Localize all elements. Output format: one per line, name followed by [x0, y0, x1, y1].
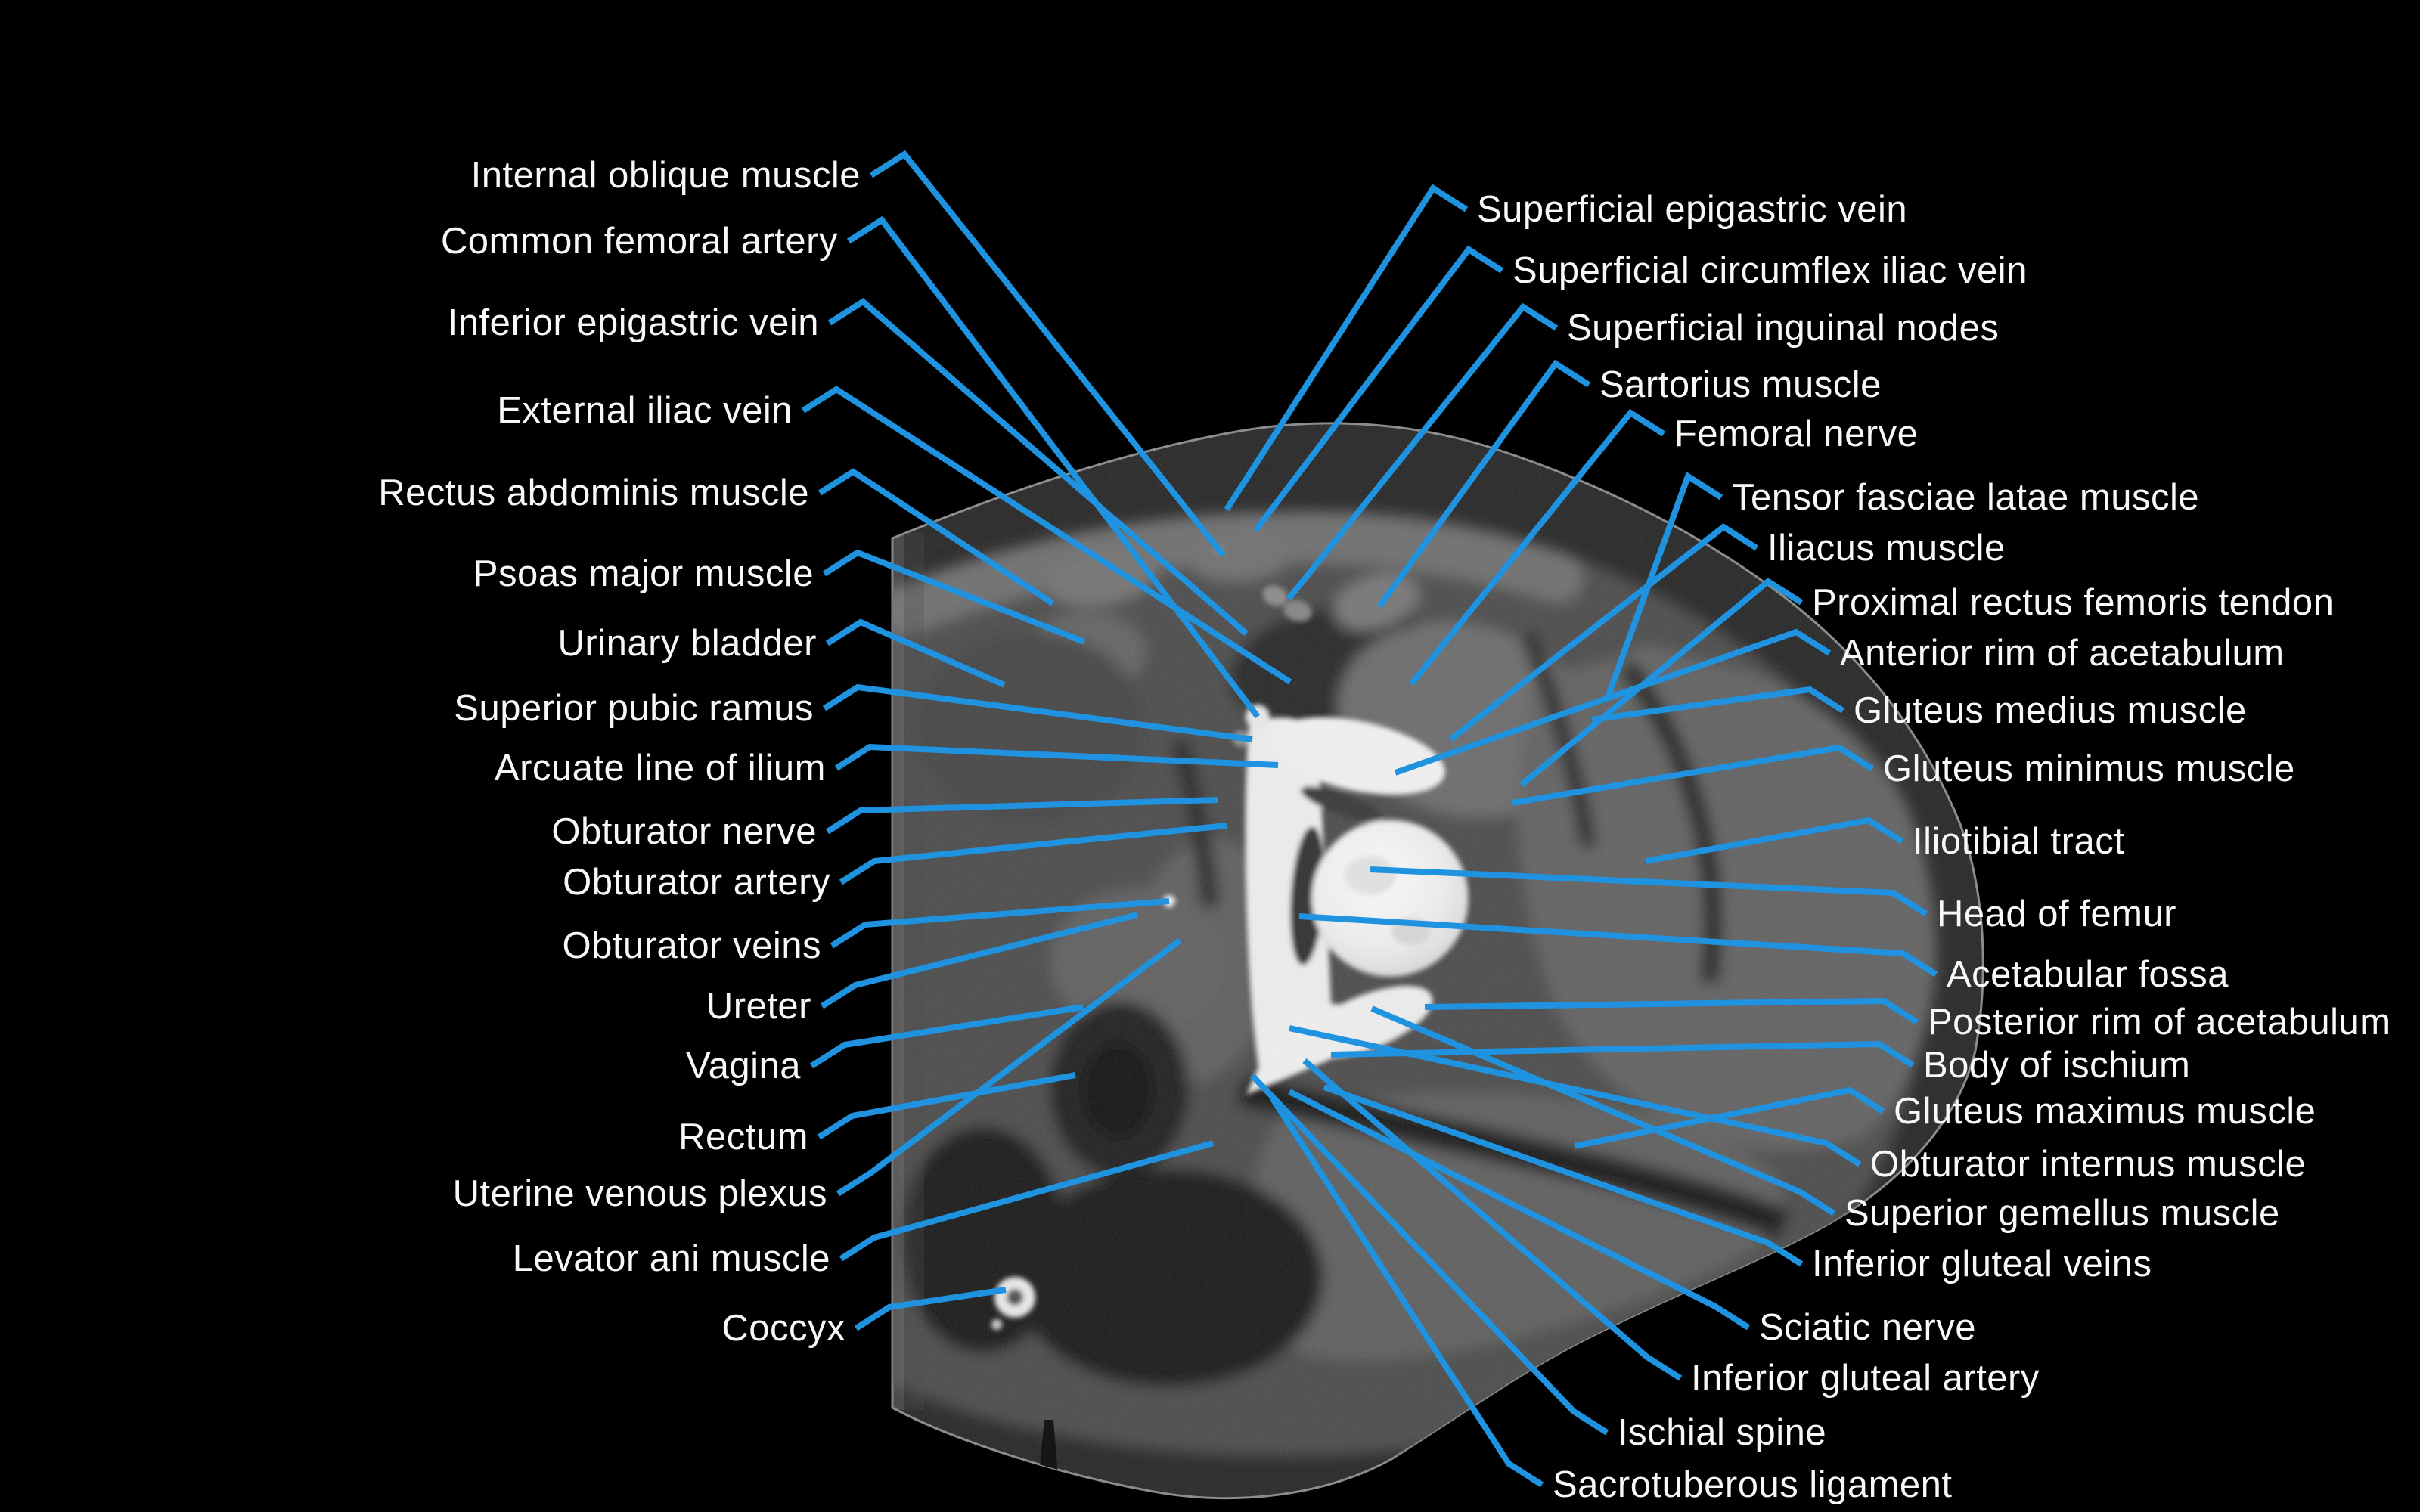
label-superficial-inguinal-nodes[interactable]: Superficial inguinal nodes	[1567, 308, 1999, 349]
leader-line-acetabular-fossa	[1298, 913, 1938, 978]
leader-line-superficial-inguinal-nodes	[1286, 302, 1559, 601]
label-levator-ani-muscle[interactable]: Levator ani muscle	[513, 1238, 830, 1279]
label-obturator-internus-muscle[interactable]: Obturator internus muscle	[1870, 1144, 2306, 1185]
label-obturator-veins[interactable]: Obturator veins	[563, 925, 822, 966]
label-inferior-gluteal-artery[interactable]: Inferior gluteal artery	[1691, 1358, 2040, 1399]
label-acetabular-fossa[interactable]: Acetabular fossa	[1947, 954, 2229, 995]
leader-line-femoral-nerve	[1408, 408, 1666, 686]
leader-line-arcuate-line-of-ilium	[834, 743, 1279, 771]
leader-line-gluteus-medius-muscle	[1591, 686, 1845, 723]
label-vagina[interactable]: Vagina	[686, 1046, 801, 1086]
label-coccyx[interactable]: Coccyx	[721, 1308, 845, 1349]
label-iliotibial-tract[interactable]: Iliotibial tract	[1913, 821, 2124, 862]
label-gluteus-medius-muscle[interactable]: Gluteus medius muscle	[1854, 690, 2247, 731]
label-urinary-bladder[interactable]: Urinary bladder	[558, 623, 818, 664]
label-sacrotuberous-ligament[interactable]: Sacrotuberous ligament	[1553, 1464, 1953, 1505]
label-anterior-rim-of-acetabulum[interactable]: Anterior rim of acetabulum	[1840, 633, 2285, 674]
label-tensor-fasciae-latae-muscle[interactable]: Tensor fasciae latae muscle	[1732, 477, 2199, 518]
leader-line-sciatic-nerve	[1288, 1089, 1751, 1331]
leader-line-obturator-artery	[839, 823, 1227, 885]
leader-line-common-femoral-artery	[846, 215, 1261, 719]
label-superior-pubic-ramus[interactable]: Superior pubic ramus	[454, 688, 814, 729]
label-superficial-circumflex-iliac-vein[interactable]: Superficial circumflex iliac vein	[1512, 250, 2028, 291]
leader-line-sacrotuberous-ligament	[1269, 1095, 1544, 1488]
leader-line-psoas-major-muscle	[822, 549, 1086, 645]
leader-line-sartorius-muscle	[1376, 359, 1591, 609]
leader-line-obturator-nerve	[825, 797, 1218, 835]
leader-line-tensor-fasciae-latae-muscle	[1604, 471, 1723, 701]
leader-line-inferior-gluteal-veins	[1323, 1084, 1804, 1267]
leader-line-rectum	[817, 1072, 1076, 1140]
label-head-of-femur[interactable]: Head of femur	[1937, 894, 2176, 934]
label-internal-oblique-muscle[interactable]: Internal oblique muscle	[471, 155, 861, 196]
label-gluteus-minimus-muscle[interactable]: Gluteus minimus muscle	[1883, 748, 2295, 789]
leader-line-superficial-epigastric-vein	[1224, 184, 1469, 512]
label-gluteus-maximus-muscle[interactable]: Gluteus maximus muscle	[1894, 1091, 2316, 1132]
leader-line-ureter	[820, 912, 1138, 1009]
leader-line-superior-pubic-ramus	[822, 683, 1253, 742]
leader-line-inferior-gluteal-artery	[1302, 1058, 1683, 1381]
label-iliacus-muscle[interactable]: Iliacus muscle	[1767, 528, 2006, 569]
leader-line-head-of-femur	[1370, 866, 1928, 917]
leader-line-anterior-rim-of-acetabulum	[1394, 628, 1832, 776]
leader-line-urinary-bladder	[825, 618, 1006, 688]
label-body-of-ischium[interactable]: Body of ischium	[1923, 1045, 2190, 1086]
leader-line-obturator-internus-muscle	[1289, 1025, 1862, 1167]
label-posterior-rim-of-acetabulum[interactable]: Posterior rim of acetabulum	[1928, 1002, 2391, 1043]
leader-line-rectus-abdominis-muscle	[818, 468, 1055, 606]
label-external-iliac-vein[interactable]: External iliac vein	[497, 390, 793, 431]
leader-line-vagina	[809, 1004, 1084, 1069]
leader-line-external-iliac-vein	[801, 386, 1292, 685]
label-inferior-epigastric-vein[interactable]: Inferior epigastric vein	[448, 302, 819, 343]
leader-line-superficial-circumflex-iliac-vein	[1252, 245, 1504, 533]
leader-line-levator-ani-muscle	[839, 1140, 1215, 1262]
leader-line-gluteus-minimus-muscle	[1512, 744, 1875, 806]
leader-line-internal-oblique-muscle	[869, 150, 1227, 558]
label-common-femoral-artery[interactable]: Common femoral artery	[441, 221, 838, 262]
label-psoas-major-muscle[interactable]: Psoas major muscle	[473, 553, 814, 594]
leader-line-coccyx	[854, 1287, 1007, 1331]
leader-line-iliacus-muscle	[1448, 523, 1759, 742]
leader-lines-layer	[801, 150, 1938, 1488]
leader-line-superior-gemellus-muscle	[1370, 1005, 1836, 1216]
leader-line-posterior-rim-of-acetabulum	[1424, 997, 1919, 1025]
leader-line-body-of-ischium	[1330, 1040, 1915, 1068]
label-arcuate-line-of-ilium[interactable]: Arcuate line of ilium	[495, 748, 826, 789]
label-uterine-venous-plexus[interactable]: Uterine venous plexus	[453, 1173, 827, 1214]
label-superficial-epigastric-vein[interactable]: Superficial epigastric vein	[1477, 189, 1907, 230]
leader-line-obturator-veins	[830, 898, 1170, 949]
label-sciatic-nerve[interactable]: Sciatic nerve	[1759, 1307, 1976, 1348]
label-obturator-artery[interactable]: Obturator artery	[563, 862, 830, 903]
label-ischial-spine[interactable]: Ischial spine	[1618, 1412, 1826, 1453]
leader-line-ischial-spine	[1250, 1074, 1609, 1436]
label-sartorius-muscle[interactable]: Sartorius muscle	[1599, 364, 1882, 405]
leader-line-iliotibial-tract	[1645, 816, 1904, 864]
leader-line-gluteus-maximus-muscle	[1574, 1086, 1885, 1149]
label-femoral-nerve[interactable]: Femoral nerve	[1674, 414, 1918, 454]
leader-line-inferior-epigastric-vein	[827, 298, 1249, 637]
label-rectum[interactable]: Rectum	[678, 1117, 808, 1157]
label-inferior-gluteal-veins[interactable]: Inferior gluteal veins	[1812, 1244, 2152, 1284]
leader-line-uterine-venous-plexus	[836, 937, 1182, 1197]
label-proximal-rectus-femoris-tendon[interactable]: Proximal rectus femoris tendon	[1812, 582, 2334, 623]
label-rectus-abdominis-muscle[interactable]: Rectus abdominis muscle	[378, 472, 809, 513]
label-superior-gemellus-muscle[interactable]: Superior gemellus muscle	[1844, 1193, 2280, 1234]
label-obturator-nerve[interactable]: Obturator nerve	[551, 811, 817, 852]
label-ureter[interactable]: Ureter	[706, 986, 811, 1027]
